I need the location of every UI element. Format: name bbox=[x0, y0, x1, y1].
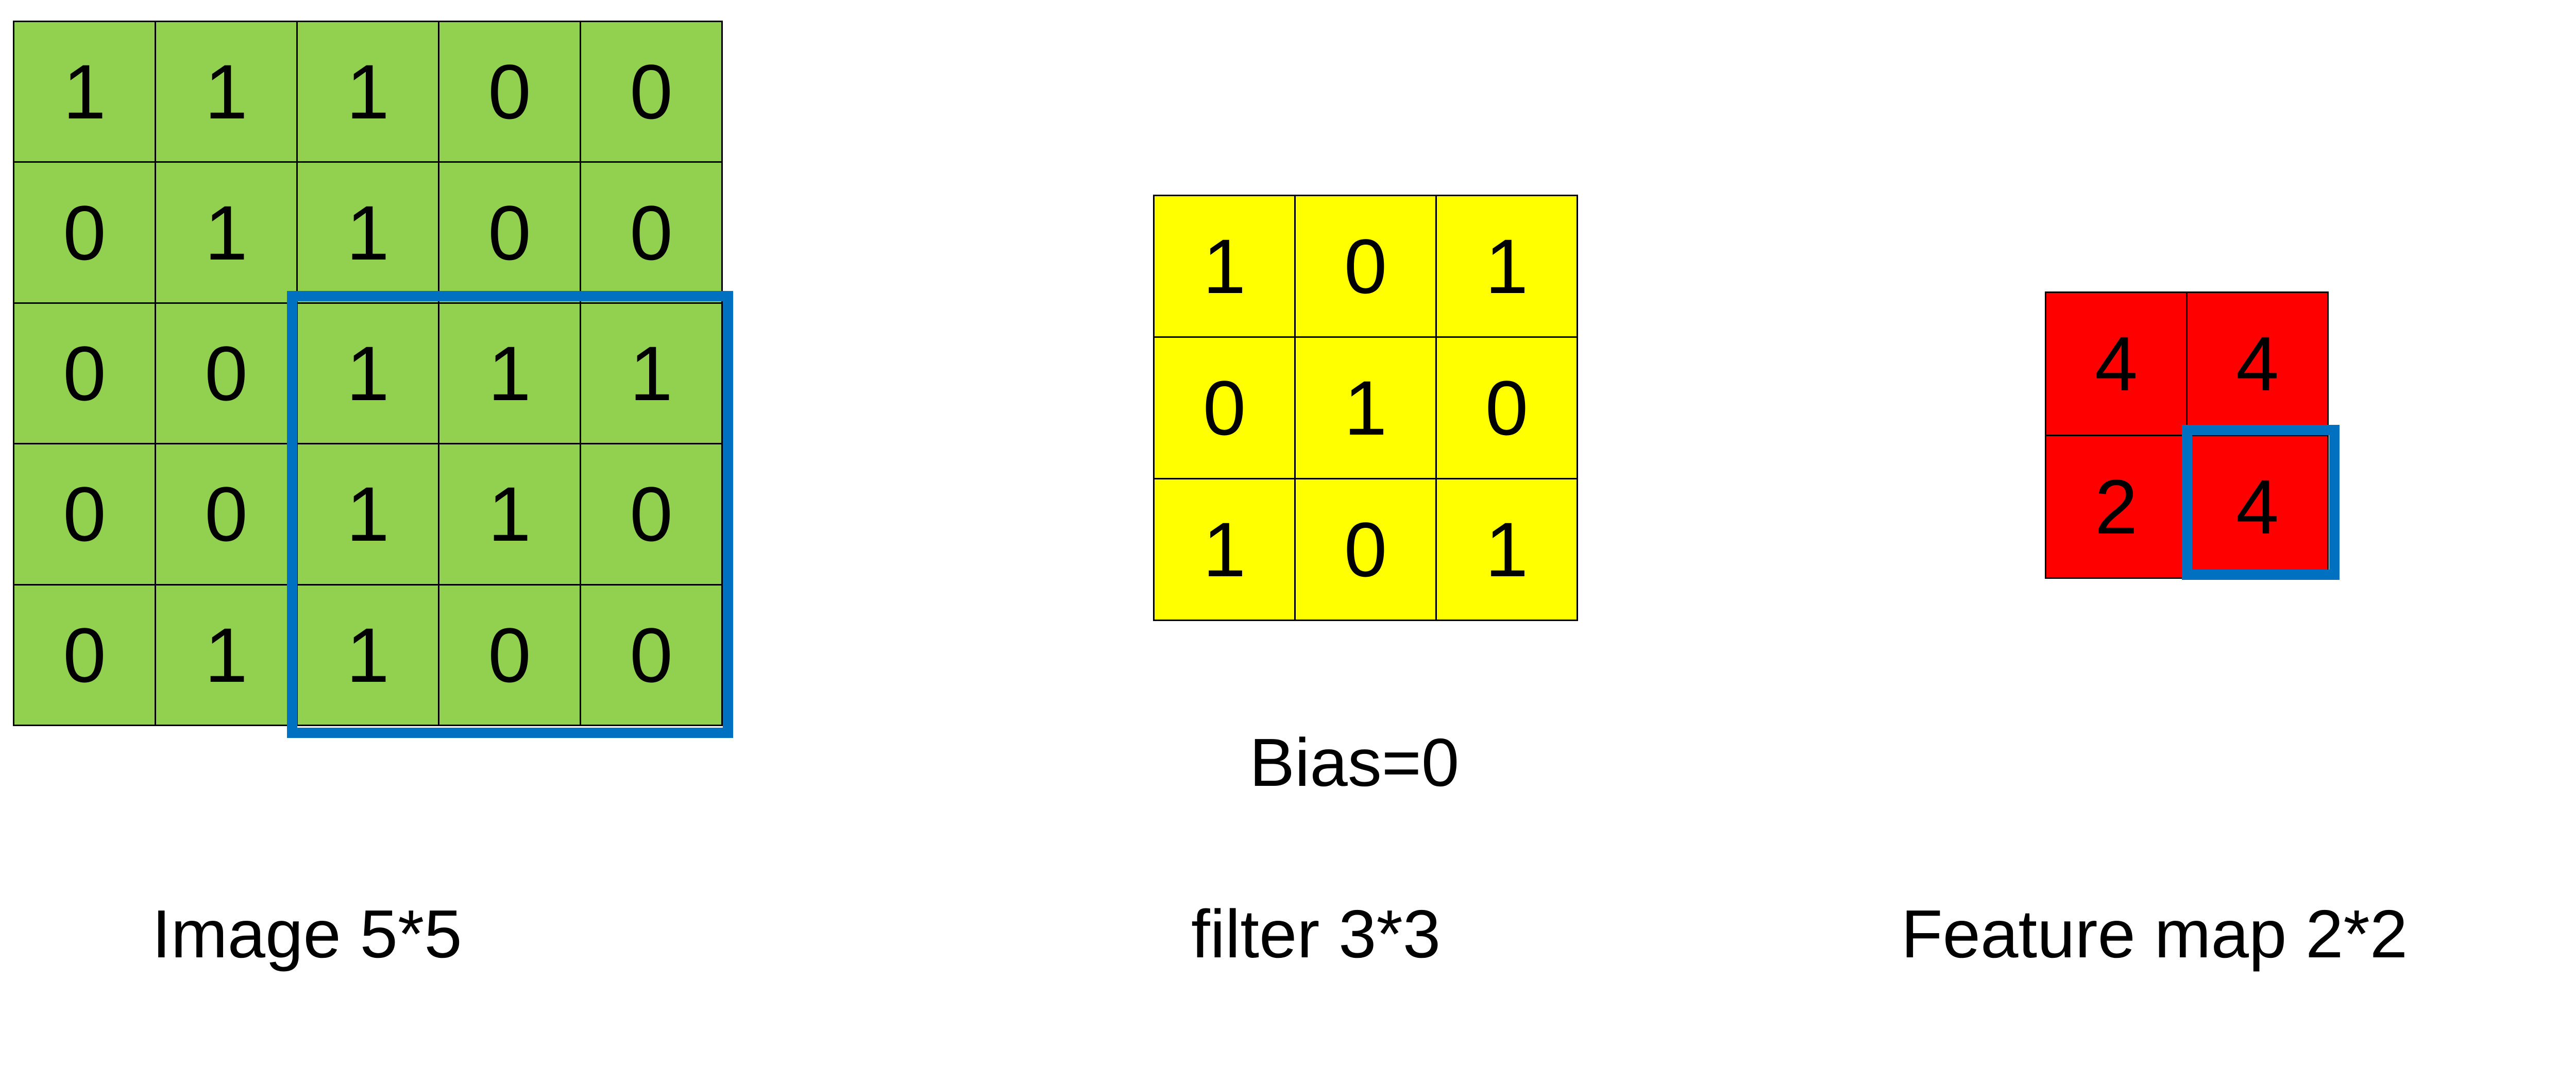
feature-cell-r2c1: 2 bbox=[2046, 436, 2186, 577]
image-cell-r4c5: 0 bbox=[581, 444, 721, 584]
image-cell-r1c5: 0 bbox=[581, 22, 721, 162]
filter-cell-r1c2: 0 bbox=[1296, 196, 1435, 336]
image-cell-r5c5: 0 bbox=[581, 585, 721, 725]
feature-cell-r1c1: 4 bbox=[2046, 293, 2186, 435]
image-cell-r3c1: 0 bbox=[14, 303, 155, 443]
image-cell-r4c3: 1 bbox=[298, 444, 438, 584]
bias-label: Bias=0 bbox=[1249, 725, 1460, 800]
filter-cell-r3c2: 0 bbox=[1296, 479, 1435, 620]
filter-matrix-caption: filter 3*3 bbox=[1191, 896, 1441, 972]
image-cell-r1c4: 0 bbox=[439, 22, 580, 162]
image-cell-r2c1: 0 bbox=[14, 163, 155, 302]
filter-cell-r3c3: 1 bbox=[1437, 479, 1577, 620]
image-cell-r4c1: 0 bbox=[14, 444, 155, 584]
image-cell-r2c2: 1 bbox=[156, 163, 296, 302]
image-cell-r3c3: 1 bbox=[298, 303, 438, 443]
filter-cell-r2c1: 0 bbox=[1155, 338, 1294, 478]
feature-map-caption: Feature map 2*2 bbox=[1901, 896, 2408, 972]
image-cell-r2c3: 1 bbox=[298, 163, 438, 302]
image-matrix-grid: 1 1 1 0 0 0 1 1 0 0 0 0 1 1 1 0 0 1 1 0 … bbox=[13, 21, 723, 726]
filter-matrix-grid: 1 0 1 0 1 0 1 0 1 bbox=[1153, 195, 1578, 621]
image-cell-r5c4: 0 bbox=[439, 585, 580, 725]
filter-cell-r2c2: 1 bbox=[1296, 338, 1435, 478]
image-cell-r5c1: 0 bbox=[14, 585, 155, 725]
image-cell-r3c4: 1 bbox=[439, 303, 580, 443]
feature-cell-r1c2: 4 bbox=[2188, 293, 2327, 435]
feature-map-grid: 4 4 2 4 bbox=[2045, 291, 2329, 579]
image-cell-r3c2: 0 bbox=[156, 303, 296, 443]
image-matrix-caption: Image 5*5 bbox=[152, 896, 462, 972]
filter-cell-r1c3: 1 bbox=[1437, 196, 1577, 336]
image-cell-r2c5: 0 bbox=[581, 163, 721, 302]
image-cell-r5c2: 1 bbox=[156, 585, 296, 725]
image-cell-r2c4: 0 bbox=[439, 163, 580, 302]
image-cell-r1c3: 1 bbox=[298, 22, 438, 162]
image-cell-r1c2: 1 bbox=[156, 22, 296, 162]
filter-cell-r2c3: 0 bbox=[1437, 338, 1577, 478]
feature-cell-r2c2: 4 bbox=[2188, 436, 2327, 577]
image-cell-r4c2: 0 bbox=[156, 444, 296, 584]
image-cell-r3c5: 1 bbox=[581, 303, 721, 443]
filter-cell-r3c1: 1 bbox=[1155, 479, 1294, 620]
image-cell-r1c1: 1 bbox=[14, 22, 155, 162]
filter-cell-r1c1: 1 bbox=[1155, 196, 1294, 336]
image-cell-r4c4: 1 bbox=[439, 444, 580, 584]
image-cell-r5c3: 1 bbox=[298, 585, 438, 725]
